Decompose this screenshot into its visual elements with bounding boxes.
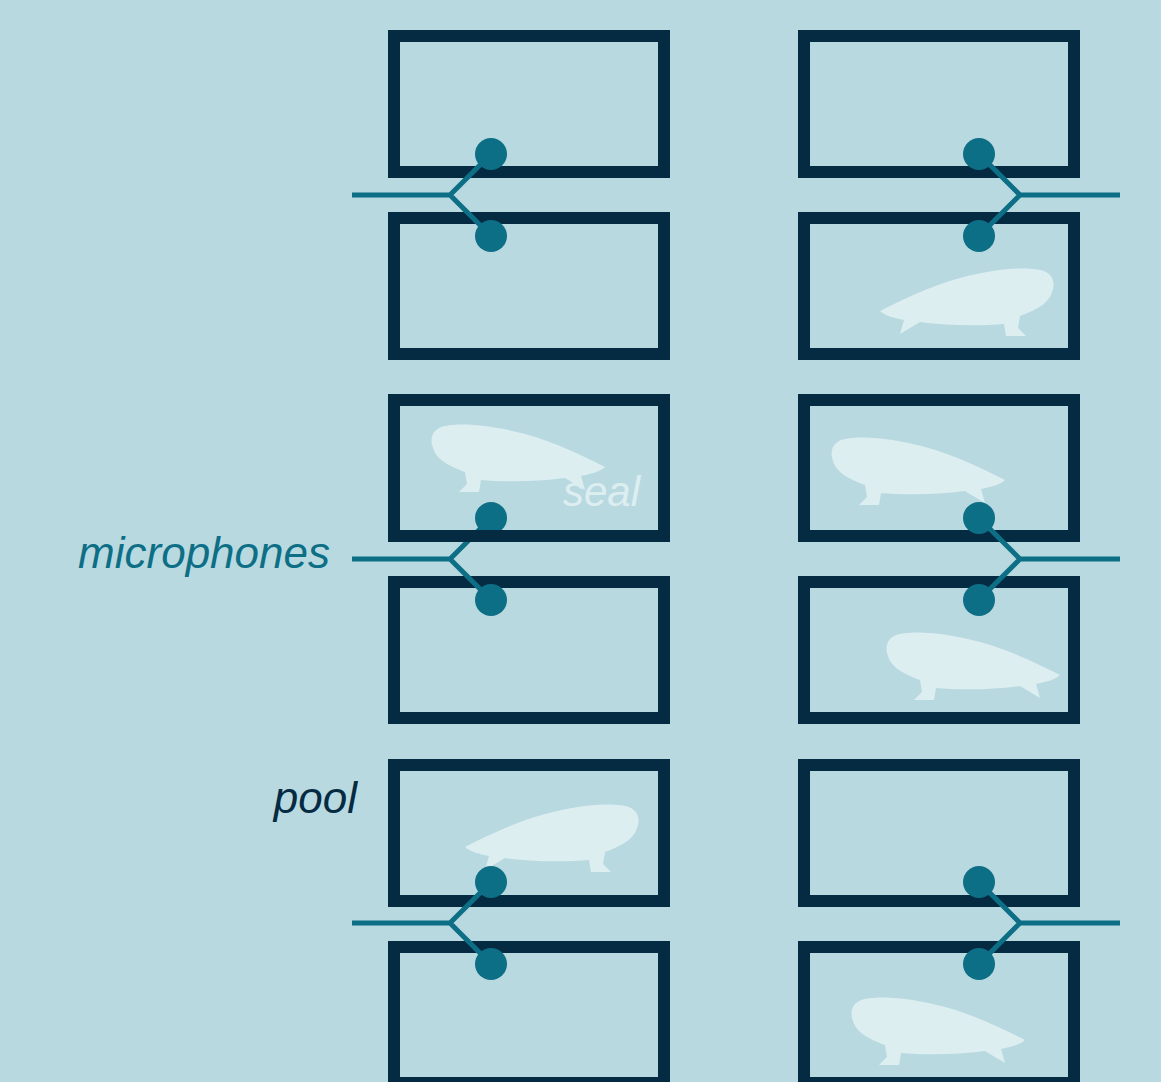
- microphone: [475, 584, 507, 616]
- microphone-wire: [979, 518, 1120, 600]
- microphone-wire: [352, 154, 491, 236]
- pool-label: pool: [274, 773, 357, 823]
- pool-outline: [804, 400, 1074, 536]
- microphone-wire: [979, 154, 1120, 236]
- microphone: [475, 866, 507, 898]
- microphones-label: microphones: [78, 528, 330, 578]
- seal-silhouette: [852, 997, 1026, 1065]
- pool-outline: [804, 218, 1074, 354]
- microphone: [963, 138, 995, 170]
- seal-silhouette: [832, 437, 1006, 505]
- microphone-wires: [352, 154, 1120, 964]
- microphone: [963, 948, 995, 980]
- microphone: [963, 866, 995, 898]
- microphone-wire: [352, 882, 491, 964]
- microphone-wire: [979, 882, 1120, 964]
- seal-silhouette: [465, 804, 639, 872]
- microphone-dots: [475, 138, 995, 980]
- microphone: [963, 220, 995, 252]
- pool-outline: [804, 947, 1074, 1082]
- pool-outline: [394, 36, 664, 172]
- seal-silhouette: [880, 268, 1054, 336]
- microphone: [475, 220, 507, 252]
- microphone: [963, 502, 995, 534]
- seal-silhouette: [887, 632, 1061, 700]
- pool-outline: [394, 218, 664, 354]
- microphone: [963, 584, 995, 616]
- pool-outline: [804, 582, 1074, 718]
- pool-outline: [804, 36, 1074, 172]
- pool-outline: [394, 582, 664, 718]
- seal-silhouettes: [432, 268, 1061, 1065]
- pool-outlines: [394, 36, 1074, 1082]
- pool-outline: [394, 765, 664, 901]
- microphone: [475, 502, 507, 534]
- pool-outline: [804, 765, 1074, 901]
- microphone: [475, 138, 507, 170]
- pool-outline: [394, 947, 664, 1082]
- microphone: [475, 948, 507, 980]
- pool-box: seal: [388, 394, 670, 542]
- node-label: seal: [563, 468, 640, 516]
